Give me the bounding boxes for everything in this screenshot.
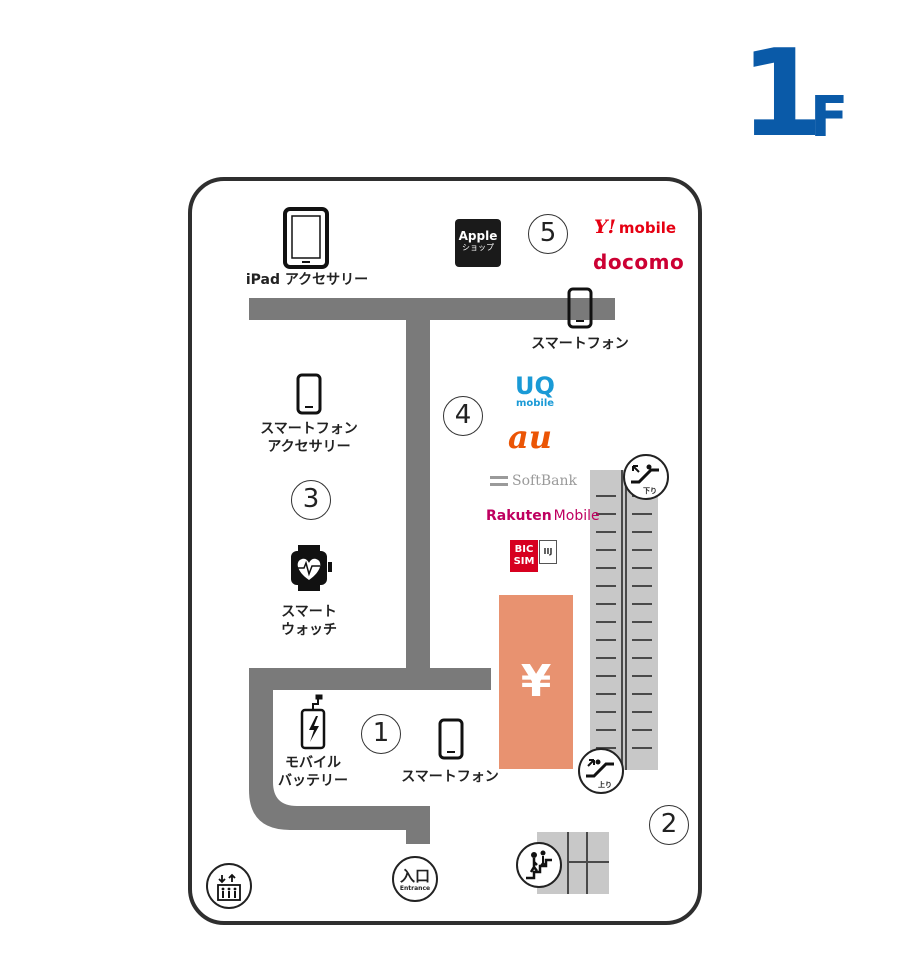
- area-label-smartphone-accessory: スマートフォン アクセサリー: [260, 421, 358, 455]
- iij-tag: IIJ: [539, 540, 557, 564]
- entrance-label: 入口: [399, 867, 430, 885]
- ymobile-text: mobile: [618, 219, 677, 237]
- softbank-bars-icon: [490, 475, 508, 486]
- area-label-ipad-accessory: iPad アクセサリー: [245, 272, 369, 288]
- apple-shop-badge[interactable]: Apple ショップ: [455, 219, 501, 267]
- bicsim-line1: BIC: [514, 544, 534, 555]
- escalator-up-icon[interactable]: 上り: [578, 748, 624, 794]
- floor-suffix: F: [810, 85, 849, 150]
- entrance-sublabel: Entrance: [399, 885, 431, 892]
- escalator-down-label: 下り: [643, 487, 657, 495]
- battery-icon: [300, 694, 326, 750]
- escalator-down-icon[interactable]: 下り: [623, 454, 669, 500]
- escalator-up-label: 上り: [598, 781, 612, 789]
- tablet-icon: [283, 207, 329, 269]
- rakuten-suffix: Mobile: [553, 508, 600, 524]
- softbank-text: SoftBank: [512, 473, 577, 489]
- escalator: [590, 470, 658, 770]
- smartphone-icon-top: [567, 287, 593, 329]
- apple-shop-sublabel: ショップ: [462, 243, 494, 252]
- area-label-smartphone-top: スマートフォン: [531, 336, 629, 352]
- uq-text: mobile: [515, 398, 555, 409]
- cashier-area[interactable]: ¥: [499, 595, 573, 769]
- escalator-body: [590, 470, 658, 770]
- escalator-steps: [596, 495, 652, 749]
- bicsim-logo[interactable]: BIC SIM IIJ: [510, 540, 557, 572]
- aisles: [249, 298, 615, 844]
- docomo-logo[interactable]: docomo: [593, 250, 685, 274]
- bicsim-box: BIC SIM: [510, 540, 538, 572]
- entrance-icon[interactable]: 入口 Entrance: [392, 856, 438, 902]
- aisle-top: [249, 298, 615, 320]
- softbank-logo[interactable]: SoftBank: [490, 470, 577, 489]
- zone-5[interactable]: 5: [528, 214, 568, 254]
- rakuten-text: Rakuten: [486, 508, 552, 524]
- aisle-center: [406, 298, 430, 674]
- ymobile-mark: Y!: [594, 216, 616, 238]
- bicsim-line2: SIM: [513, 556, 535, 567]
- area-label-mobile-battery: モバイル バッテリー: [278, 755, 348, 789]
- elevator-icon[interactable]: [206, 863, 252, 909]
- stairs-icon[interactable]: [516, 842, 562, 888]
- au-logo[interactable]: au: [508, 418, 552, 456]
- area-label-smartphone-bottom: スマートフォン: [401, 769, 499, 785]
- aisle-middle: [249, 668, 491, 690]
- yen-symbol: ¥: [520, 656, 552, 707]
- zone-1[interactable]: 1: [361, 714, 401, 754]
- smartphone-icon-bottom: [438, 718, 464, 760]
- zone-3[interactable]: 3: [291, 480, 331, 520]
- area-label-smartwatch: スマート ウォッチ: [281, 604, 337, 638]
- floor-number: 1: [740, 25, 823, 164]
- ymobile-logo[interactable]: Y!mobile: [594, 216, 676, 238]
- aisle-entrance: [406, 806, 430, 844]
- smartphone-icon-accessory: [296, 373, 322, 415]
- zone-2[interactable]: 2: [649, 805, 689, 845]
- aisle-left-curve: [249, 668, 430, 830]
- floor-label: 1 F: [740, 25, 860, 164]
- apple-shop-label: Apple: [458, 229, 498, 243]
- smartwatch-icon: [291, 545, 332, 591]
- uq-mark: UQ: [515, 372, 555, 400]
- zone-4[interactable]: 4: [443, 396, 483, 436]
- uq-mobile-logo[interactable]: UQ mobile: [508, 374, 562, 410]
